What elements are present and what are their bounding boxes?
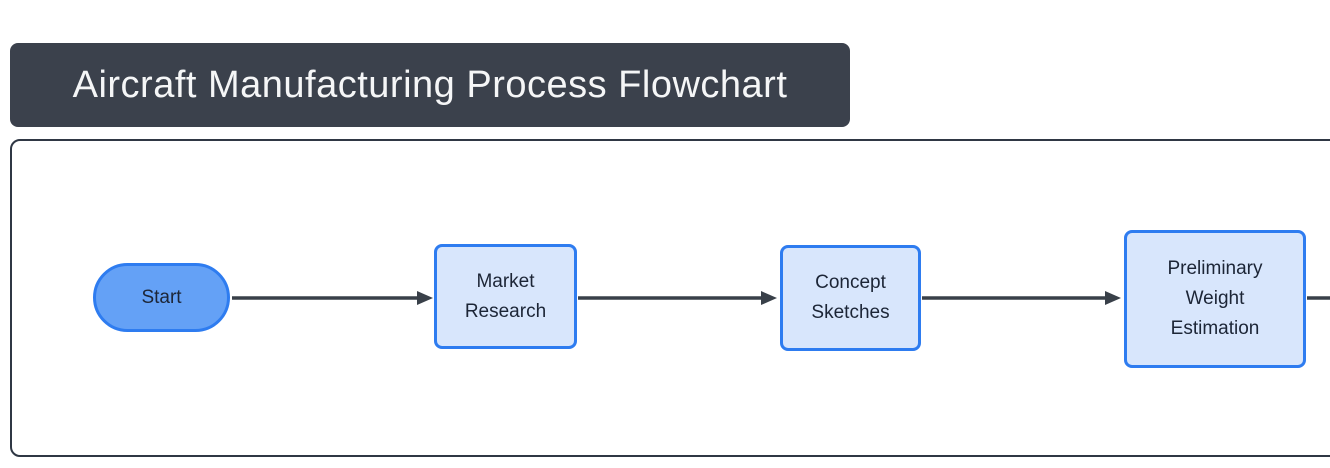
diagram-title: Aircraft Manufacturing Process Flowchart <box>10 43 850 127</box>
node-preliminary-weight-estimation-label: Preliminary Weight Estimation <box>1167 258 1263 339</box>
node-concept-sketches-label: Concept Sketches <box>811 272 890 323</box>
node-market-research-label: Market Research <box>464 270 547 322</box>
node-start-label: Start <box>141 286 182 308</box>
node-market-research: Market Research <box>434 244 577 349</box>
node-preliminary-weight-estimation: Preliminary Weight Estimation <box>1124 230 1306 368</box>
node-start: Start <box>93 263 230 332</box>
node-concept-sketches: Concept Sketches <box>780 245 921 351</box>
